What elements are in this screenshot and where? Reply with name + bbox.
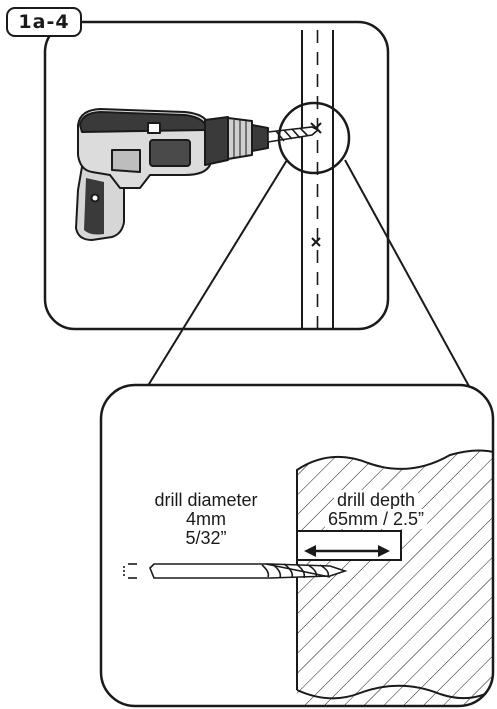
diameter-metric: 4mm [186, 509, 226, 529]
diameter-label: drill diameter 4mm 5/32” [128, 491, 284, 548]
diameter-title: drill diameter [154, 490, 258, 510]
drill-bit-detail-icon [149, 563, 348, 579]
step-label: 1a-4 [18, 11, 70, 33]
top-frame [43, 20, 390, 331]
wall-cross-section [296, 449, 493, 706]
depth-label: drill depth 65mm / 2.5” [296, 490, 456, 529]
power-drill-icon [75, 108, 269, 241]
cross-mark-icon [311, 237, 321, 247]
diameter-imperial: 5/32” [185, 528, 227, 548]
wall-stud [301, 30, 334, 329]
depth-value: 65mm / 2.5” [324, 509, 428, 529]
drill-hole [296, 530, 402, 561]
step-badge: 1a-4 [6, 7, 82, 37]
magnifier-circle-icon [277, 101, 351, 175]
diameter-marker-icon [123, 563, 137, 579]
depth-arrow-icon [304, 545, 390, 557]
depth-title: drill depth [333, 490, 419, 510]
drill-bit-icon [267, 126, 320, 143]
